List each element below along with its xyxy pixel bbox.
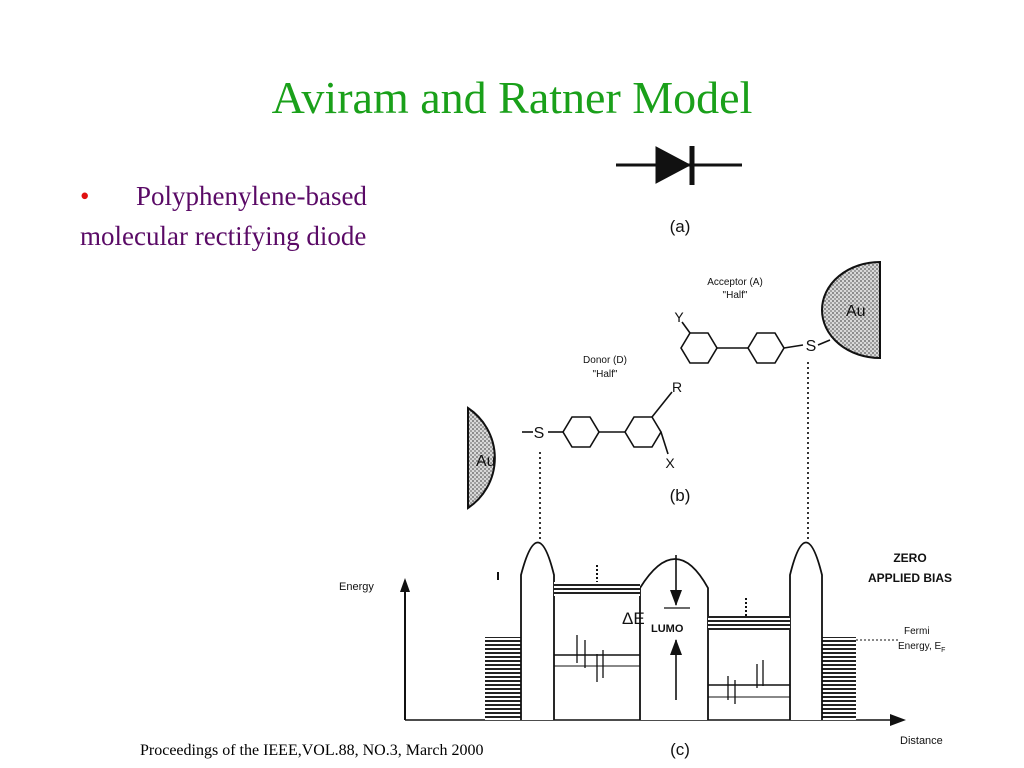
gold-left-label: Au [476, 453, 496, 470]
acceptor-label: Acceptor (A) [707, 277, 763, 288]
acceptor-half-label: "Half" [723, 290, 748, 301]
diode-symbol-icon [616, 146, 742, 185]
bias-label-zero: ZERO [893, 551, 926, 565]
substituent-r-label: R [672, 379, 682, 395]
substituent-x-label: X [665, 455, 675, 471]
gold-electrode-left: Au [467, 406, 496, 510]
fermi-energy-text: Energy, E [898, 641, 941, 652]
gold-electrode-right: Au [821, 260, 881, 360]
bullet-dot-icon: • [80, 181, 90, 211]
panel-b-label: (b) [670, 486, 691, 505]
panel-c-label: (c) [670, 740, 690, 759]
sulfur-right-label: S [806, 338, 817, 355]
donor-half-label: "Half" [593, 369, 618, 380]
bullet-text: Polyphenylene-based molecular rectifying… [80, 181, 367, 251]
substituent-y-label: Y [674, 309, 684, 325]
molecule-structure [522, 321, 831, 455]
panel-a-label: (a) [670, 217, 691, 236]
fermi-label: Fermi [904, 626, 930, 637]
fermi-energy-label: Energy, EF [898, 641, 945, 654]
gold-right-label: Au [846, 303, 866, 320]
energy-axis-label: Energy [339, 581, 374, 593]
distance-axis-label: Distance [900, 735, 943, 747]
donor-label: Donor (D) [583, 355, 627, 366]
lumo-label: LUMO [651, 623, 684, 635]
fermi-subscript: F [941, 647, 945, 654]
slide-title: Aviram and Ratner Model [271, 72, 753, 123]
energy-diagram [400, 541, 906, 726]
delta-e-label: ΔE [622, 609, 645, 628]
citation-footer: Proceedings of the IEEE,VOL.88, NO.3, Ma… [140, 742, 484, 759]
sulfur-left-label: S [534, 425, 545, 442]
bias-label-applied: APPLIED BIAS [868, 571, 952, 585]
bullet-item: •Polyphenylene-based molecular rectifyin… [80, 176, 480, 256]
